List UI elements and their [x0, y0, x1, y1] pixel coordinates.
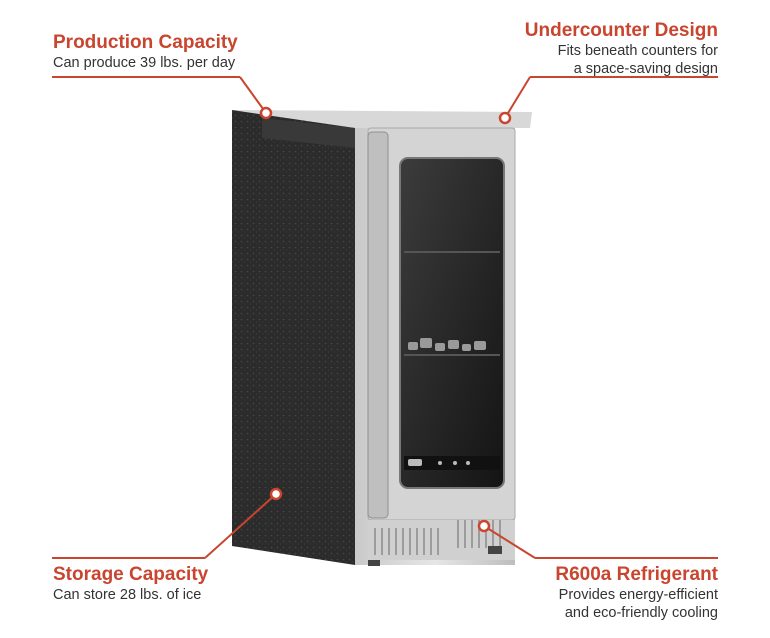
- callout-production: Production Capacity Can produce 39 lbs. …: [53, 32, 238, 72]
- callout-description: Can store 28 lbs. of ice: [53, 587, 202, 603]
- callout-undercounter: Undercounter Design Fits beneath counter…: [525, 20, 718, 78]
- glass-window: [399, 157, 505, 489]
- ice-cubes: [408, 338, 486, 351]
- callout-title: Undercounter Design: [524, 20, 718, 41]
- door-handle: [367, 131, 389, 519]
- callout-description: Fits beneath counters for: [557, 43, 718, 59]
- top-panel: [232, 110, 532, 128]
- callout-description: Provides energy-efficient: [558, 587, 718, 603]
- leader-dots: [259, 106, 512, 533]
- leader-lines: [52, 76, 718, 559]
- callout-description: and eco-friendly cooling: [564, 605, 718, 621]
- side-panel: [232, 110, 355, 565]
- callout-storage: Storage Capacity Can store 28 lbs. of ic…: [53, 564, 208, 604]
- callout-title: Storage Capacity: [53, 564, 209, 585]
- callout-description: Can produce 39 lbs. per day: [53, 55, 236, 71]
- callout-description: a space-saving design: [573, 61, 718, 77]
- control-panel: [404, 456, 500, 470]
- callout-title: R600a Refrigerant: [555, 564, 718, 585]
- callout-title: Production Capacity: [53, 32, 238, 53]
- callout-refrigerant: R600a Refrigerant Provides energy-effici…: [555, 564, 718, 622]
